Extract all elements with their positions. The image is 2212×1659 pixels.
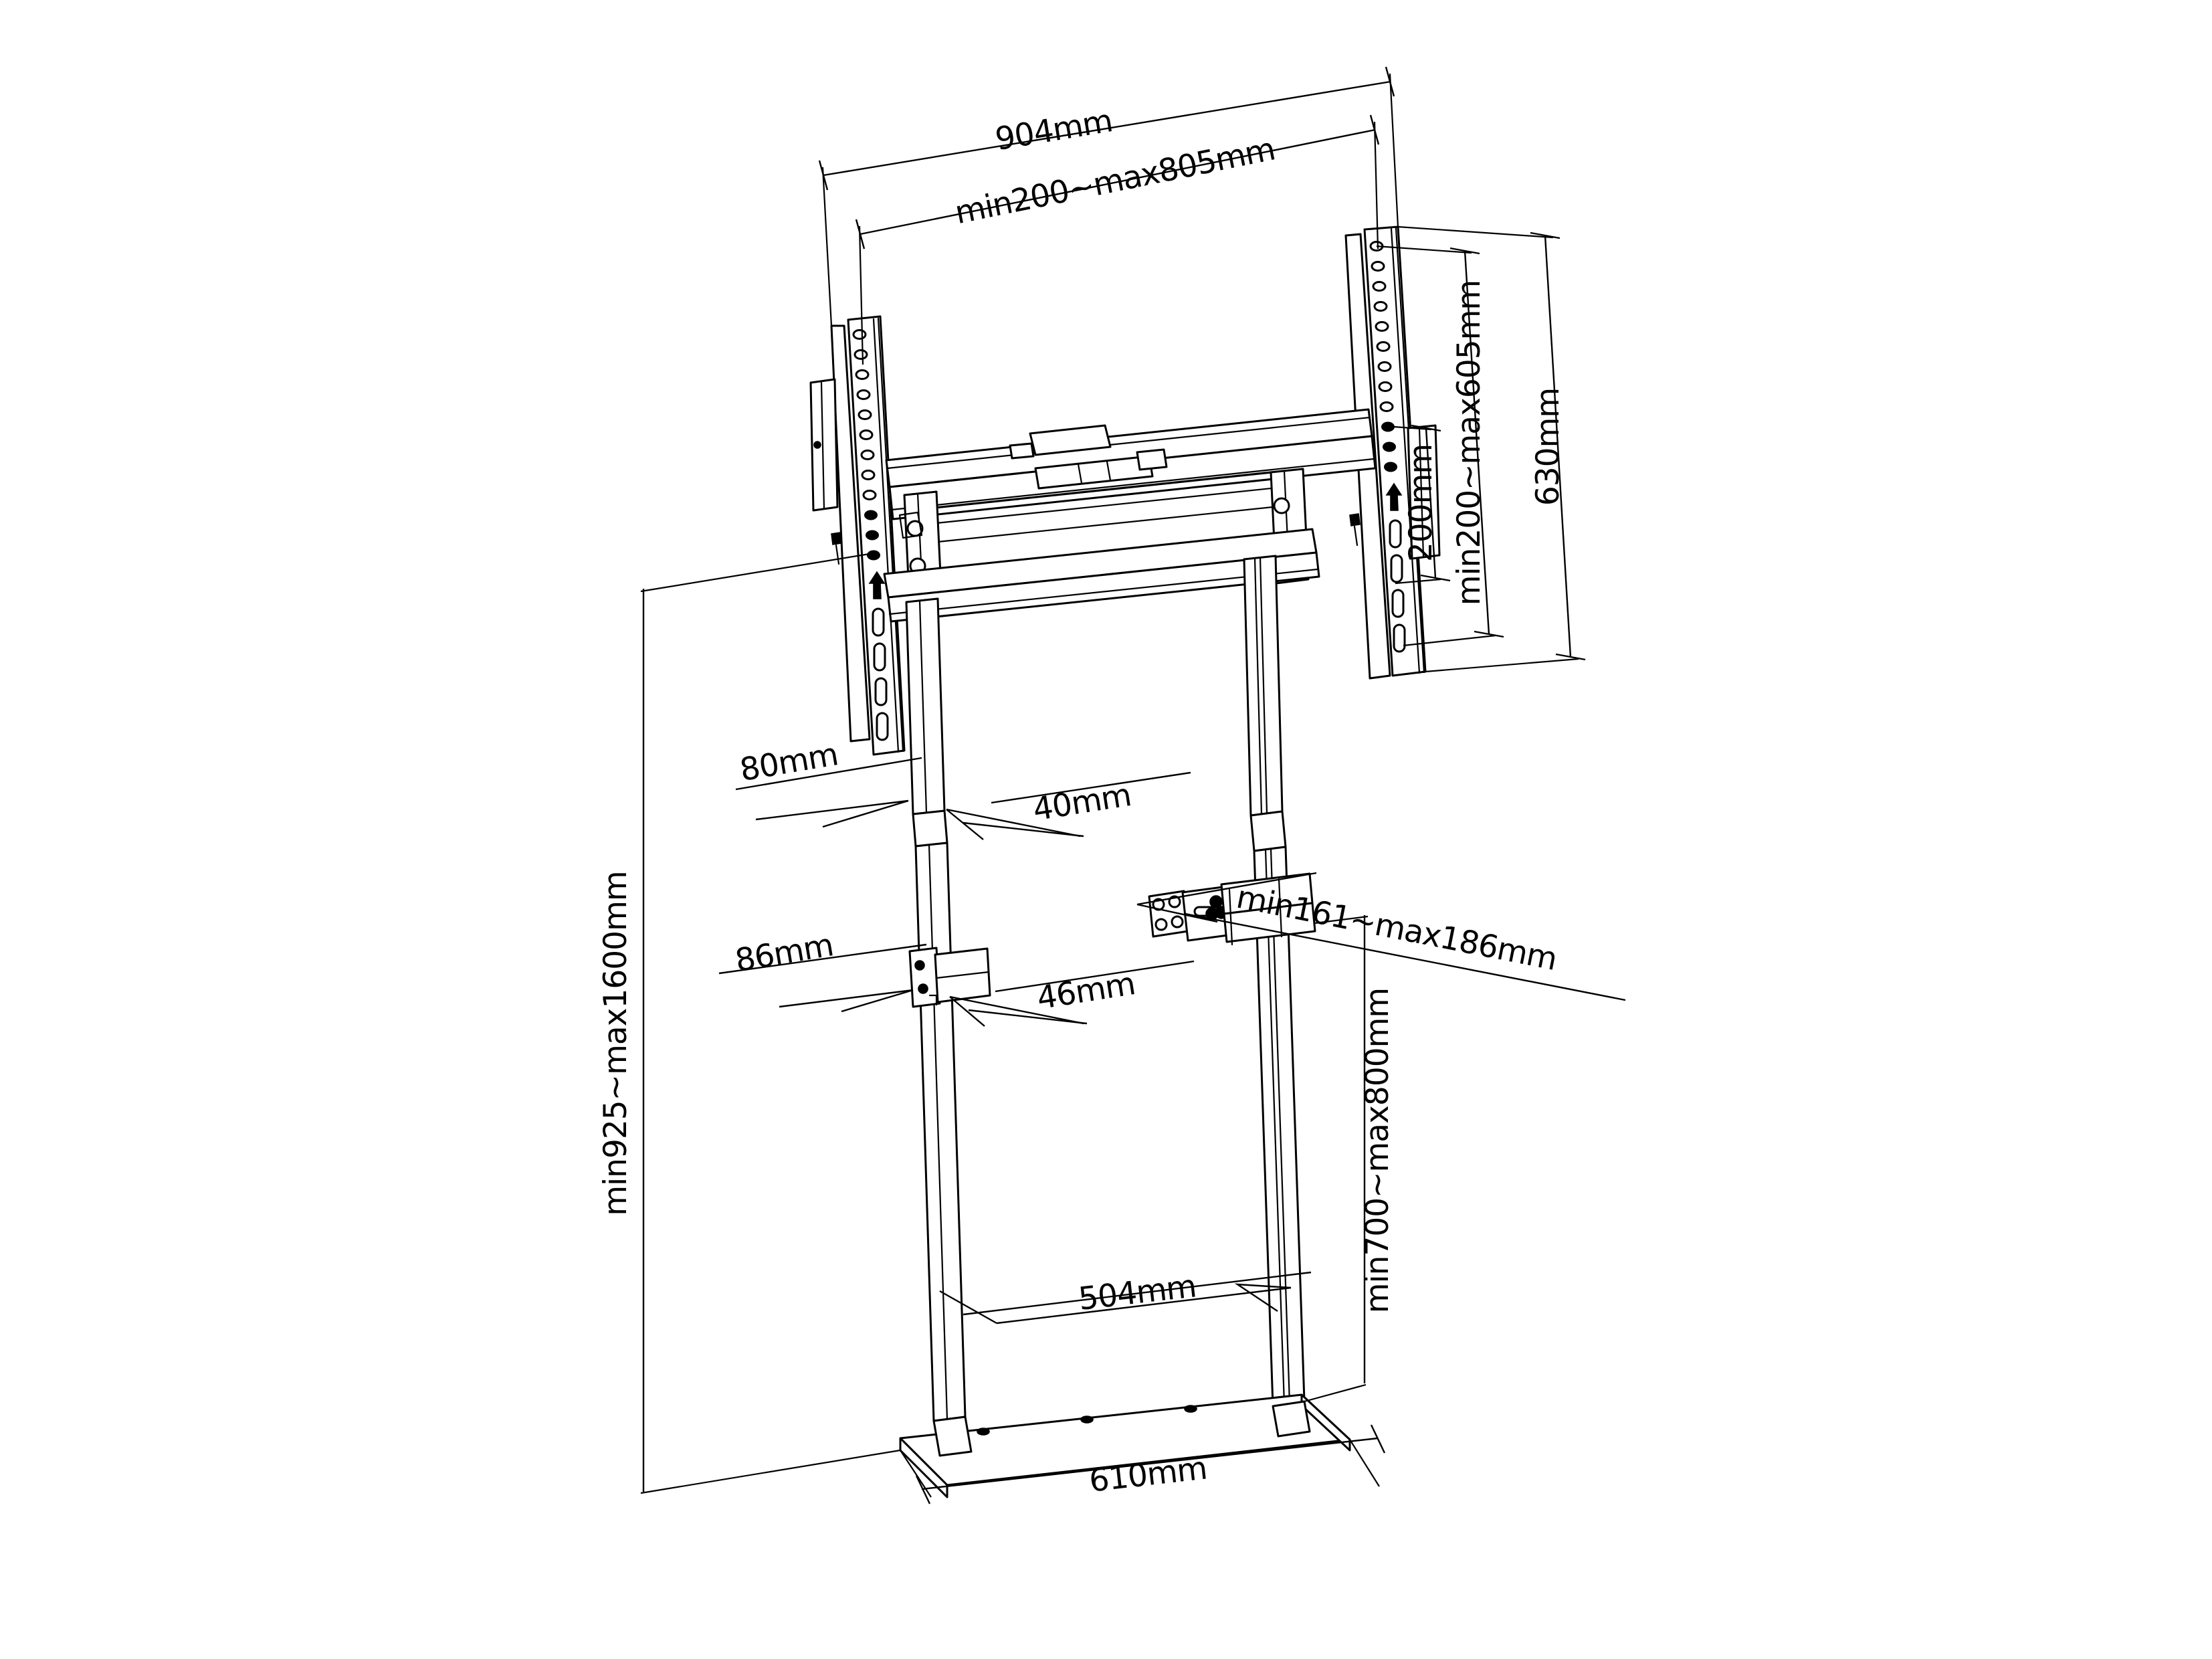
left-column-joint bbox=[912, 809, 948, 848]
left-vesa-rail-group bbox=[809, 315, 906, 756]
lock-latch-rib1 bbox=[1077, 463, 1083, 484]
dim-40mm-label: 40mm bbox=[1030, 777, 1133, 828]
upper-crossbar-front-ridge bbox=[890, 458, 1375, 511]
right-column-upper-edge1 bbox=[1253, 557, 1263, 815]
left-rail-oval-slots bbox=[872, 607, 889, 741]
head-right-bolt-1 bbox=[1273, 497, 1290, 514]
right-vesa-rail-inner-edge bbox=[1390, 227, 1421, 674]
wall-bracket-collar-front bbox=[1223, 902, 1316, 943]
left-thumbscrew-stem bbox=[835, 544, 840, 565]
wall-bracket-collar-edge bbox=[1278, 878, 1283, 938]
wall-bracket-hole-4 bbox=[1171, 915, 1184, 929]
wall-bracket-bolt-1 bbox=[1209, 895, 1223, 908]
left-side-bracket-fold bbox=[820, 381, 825, 510]
column-group bbox=[905, 555, 1306, 1422]
left-thumbscrew-icon bbox=[831, 532, 842, 545]
dim-vesa-width: min200~max805mm bbox=[855, 114, 1380, 365]
left-column-lower bbox=[914, 842, 967, 1422]
lock-latch-tab bbox=[1136, 448, 1168, 471]
left-side-bracket bbox=[809, 378, 839, 512]
right-column-foot bbox=[1272, 1400, 1311, 1438]
left-tilt-plate-edge bbox=[843, 324, 871, 741]
dim-wall-height-label: min700~max800mm bbox=[1359, 988, 1396, 1313]
dim-504mm-label: 504mm bbox=[1077, 1268, 1198, 1318]
base-fixing-hole-3 bbox=[1184, 1405, 1197, 1413]
base-fixing-hole-1 bbox=[977, 1428, 990, 1436]
dim-vesa-height: min200~max605mm bbox=[1376, 245, 1504, 647]
left-vesa-rail-inner-edge2 bbox=[877, 317, 904, 753]
base-foot-front bbox=[899, 1437, 948, 1498]
dim-630mm-label: 630mm bbox=[1530, 388, 1567, 506]
dim-wall-height: min700~max800mm bbox=[1304, 915, 1396, 1403]
dim-46mm-label: 46mm bbox=[1034, 965, 1137, 1017]
dim-86mm: 86mm bbox=[718, 926, 927, 1013]
head-left-clip bbox=[898, 511, 923, 539]
mount-head-group bbox=[883, 408, 1377, 623]
lock-latch-rib2 bbox=[1106, 460, 1112, 482]
right-rail-up-arrow-icon bbox=[1385, 482, 1403, 511]
right-side-bracket-fold bbox=[1418, 427, 1425, 558]
lock-latch-plate bbox=[1034, 455, 1154, 490]
dim-total-height: min925~max1600mm bbox=[597, 553, 901, 1494]
right-thumbscrew-stem bbox=[1353, 525, 1359, 547]
dim-504mm: 504mm bbox=[939, 1268, 1312, 1325]
dim-vesa-height-label: min200~max605mm bbox=[1451, 280, 1488, 605]
left-rail-up-arrow-icon bbox=[868, 571, 886, 599]
right-rail-oval-slots bbox=[1389, 519, 1406, 653]
left-cable-clamp-ridge bbox=[935, 971, 990, 979]
left-cable-clamp-hole-2 bbox=[918, 983, 928, 994]
dim-200mm: 200mm bbox=[1384, 424, 1451, 585]
lock-handle-knob bbox=[1009, 442, 1035, 460]
left-column-upper-edge bbox=[918, 599, 928, 814]
dim-total-height-label: min925~max1600mm bbox=[597, 871, 634, 1215]
wall-bracket-group bbox=[1148, 872, 1316, 946]
left-vesa-rail-inner-edge bbox=[872, 318, 900, 753]
left-side-bracket-hole bbox=[813, 441, 821, 449]
left-cable-clamp-hole-1 bbox=[914, 960, 925, 971]
right-thumbscrew-icon bbox=[1349, 513, 1361, 526]
right-column-upper-edge2 bbox=[1259, 556, 1268, 815]
dim-40mm: 40mm bbox=[946, 771, 1191, 840]
lock-handle-edge bbox=[1034, 446, 1112, 456]
right-column-lower-edge1 bbox=[1264, 848, 1286, 1405]
left-cable-clamp-tab bbox=[928, 994, 938, 1006]
base-fixing-hole-2 bbox=[1080, 1416, 1094, 1424]
left-column-lower-edge bbox=[928, 844, 948, 1420]
head-inner-plate-step2 bbox=[936, 504, 1287, 543]
dim-200mm-label: 200mm bbox=[1403, 444, 1439, 562]
upper-crossbar-back-ridge bbox=[886, 416, 1371, 470]
wall-bracket-collar-edge2 bbox=[1228, 888, 1233, 946]
right-tilt-plate-edge bbox=[1359, 233, 1391, 677]
right-column-lower-edge2 bbox=[1270, 848, 1291, 1405]
head-inner-plate-step bbox=[935, 486, 1286, 524]
wall-bracket-hole-3 bbox=[1154, 918, 1168, 931]
right-column-joint bbox=[1249, 810, 1287, 852]
dim-86mm-label: 86mm bbox=[732, 926, 835, 979]
base-group bbox=[899, 1393, 1351, 1498]
dim-630mm: 630mm bbox=[1397, 225, 1586, 673]
dim-80mm-label: 80mm bbox=[737, 736, 840, 789]
left-column-foot bbox=[932, 1416, 973, 1457]
dim-904mm-label: 904mm bbox=[993, 102, 1115, 158]
